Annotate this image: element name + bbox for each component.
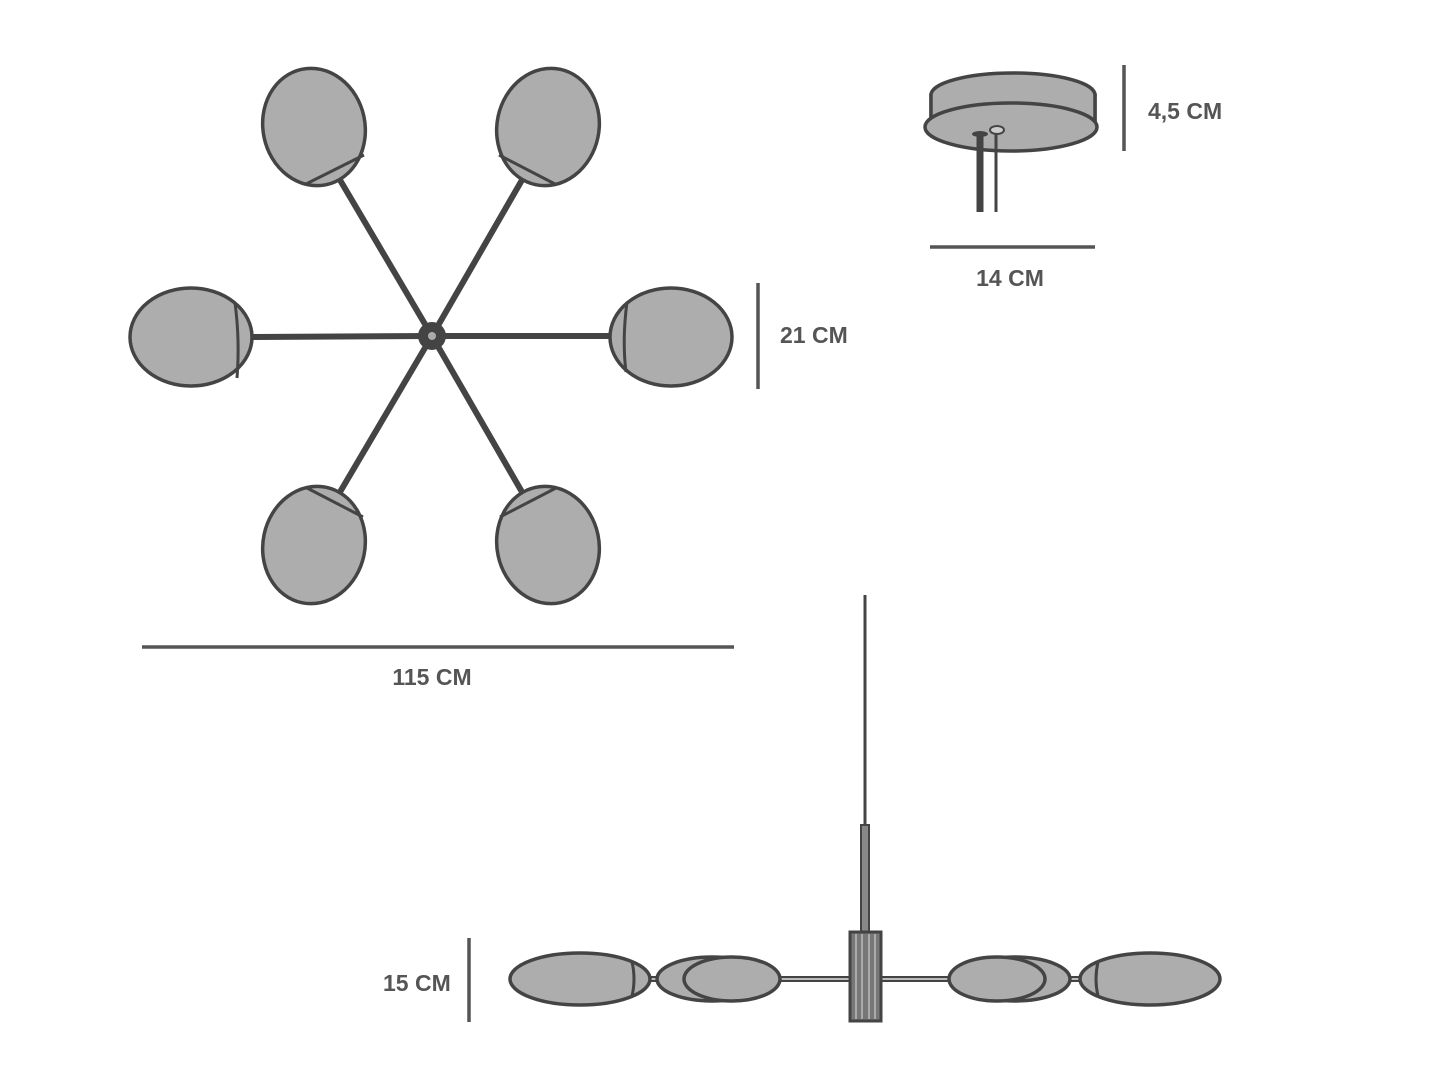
side-shade [682,955,782,1003]
side-height-label: 15 CM [383,970,451,996]
stem [860,824,870,934]
shade [494,66,602,188]
top-view: 21 CM 115 CM [128,66,848,690]
canopy-width-label: 14 CM [976,265,1044,291]
canopy-height-label: 4,5 CM [1148,98,1222,124]
shade [260,66,368,188]
total-width-label: 115 CM [392,664,471,690]
shade-height-label: 21 CM [780,322,848,348]
canopy-view: 4,5 CM 14 CM [923,65,1222,291]
canopy-base [923,101,1099,153]
side-view: 15 CM [383,595,1222,1023]
shade [260,484,368,606]
body-block [848,930,883,1023]
shade [608,286,734,388]
side-shade [508,951,652,1007]
side-shade [947,955,1047,1003]
shade [128,286,254,388]
shade [494,484,602,606]
side-shade [1078,951,1222,1007]
